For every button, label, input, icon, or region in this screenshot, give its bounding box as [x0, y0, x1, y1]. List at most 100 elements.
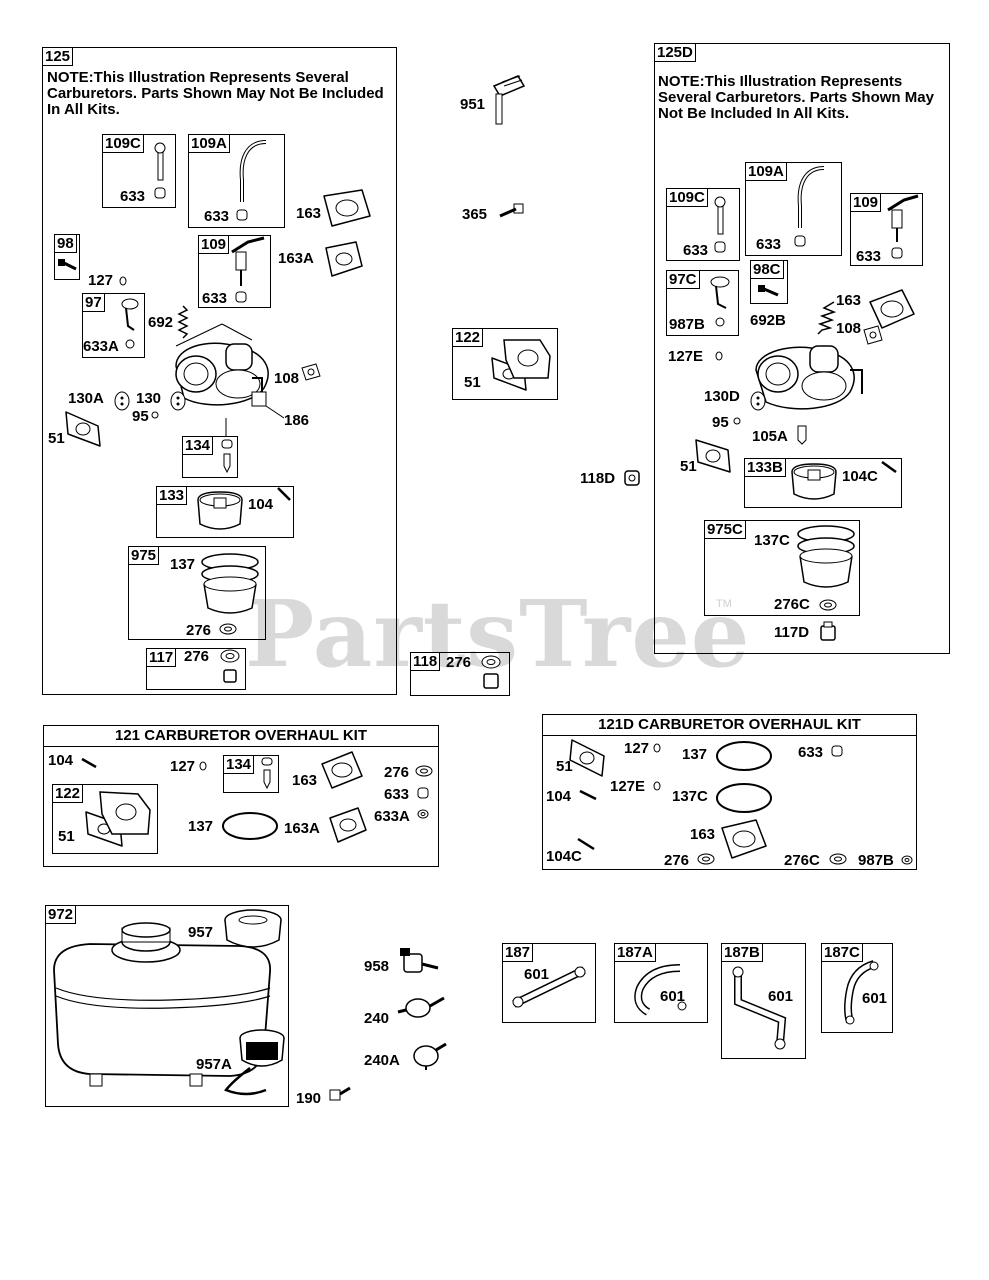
o-ring-127-m-icon: [653, 743, 661, 753]
kit-187a-tag: 187A: [614, 943, 656, 962]
label-127e: 127E: [610, 778, 646, 795]
label-633: 633: [756, 236, 782, 253]
bowl-nut-icon: [220, 649, 240, 683]
label-951: 951: [460, 96, 486, 113]
kit-121-frame: 121 CARBURETOR OVERHAUL KIT: [43, 725, 439, 867]
kit-975c-frame: [704, 520, 860, 616]
bowl-gasket-137c-m-icon: [716, 783, 772, 813]
label-692b: 692B: [750, 312, 786, 329]
gasket-51-icon: [65, 411, 101, 447]
label-51: 51: [556, 758, 573, 775]
kit-122-k-frame: [52, 784, 158, 854]
bowl-gasket-137-k-icon: [222, 812, 278, 840]
kit-109-d-tag: 109: [850, 193, 882, 212]
fuel-pickup-d-icon: [887, 194, 919, 259]
group-125d-note-head: NOTE:: [658, 73, 705, 90]
fuel-pickup-tube-d-icon: [794, 166, 825, 247]
label-633: 633: [798, 744, 824, 761]
hinge-pin-d-icon: [881, 460, 897, 474]
kit-133b-tag: 133B: [744, 458, 786, 477]
label-137c: 137C: [672, 788, 708, 805]
washer-276-m-icon: [697, 853, 715, 865]
kit-109-frame: [198, 235, 271, 308]
label-633: 633: [856, 248, 882, 265]
washer-276-k-icon: [415, 765, 433, 777]
kit-97c-frame: [666, 270, 739, 336]
choke-handle-icon: [492, 75, 526, 125]
washer-987b-m-icon: [901, 855, 913, 865]
screw-95-icon: [151, 411, 159, 419]
gasket-51-d-icon: [695, 439, 731, 473]
screw-icon: [58, 259, 77, 271]
kit-187-frame: [502, 943, 596, 1023]
kit-117-frame: [146, 648, 246, 690]
label-105a: 105A: [752, 428, 788, 445]
label-633: 633: [120, 188, 146, 205]
label-633: 633: [204, 208, 230, 225]
washer-276c-m-icon: [829, 853, 847, 865]
inlet-needle-k-icon: [261, 757, 273, 790]
kit-122-frame: [452, 328, 558, 400]
fuel-shutoff-valve-icon: [400, 948, 439, 973]
label-276: 276: [186, 622, 212, 639]
label-137c: 137C: [754, 532, 790, 549]
kit-187b-frame: [721, 943, 806, 1059]
gasket-163-d-icon: [869, 289, 915, 329]
kit-134-tag: 134: [182, 436, 214, 455]
group-125-note-body: This Illustration Represents Several Car…: [47, 69, 384, 118]
kit-121d-frame: 121D CARBURETOR OVERHAUL KIT: [542, 714, 917, 870]
bushing-633-k-icon: [417, 787, 429, 799]
label-692: 692: [148, 314, 174, 331]
group-125-note: NOTE: This Illustration Represents Sever…: [47, 70, 397, 118]
kit-121-title: 121 CARBURETOR OVERHAUL KIT: [44, 726, 438, 747]
label-163: 163: [836, 292, 862, 309]
label-601: 601: [862, 990, 888, 1007]
bowl-nut-118-icon: [481, 655, 501, 689]
label-95: 95: [132, 408, 149, 425]
fuel-filter-icon: [397, 996, 445, 1018]
throttle-plate-d-icon: [750, 391, 766, 411]
label-240: 240: [364, 1010, 390, 1027]
choke-lever-d-icon: [714, 196, 726, 253]
fuel-filter-a-icon: [413, 1042, 447, 1070]
fuel-cap-icon: [224, 909, 282, 948]
label-163a: 163A: [278, 250, 314, 267]
o-ring-icon: [119, 276, 127, 286]
kit-121d-title: 121D CARBURETOR OVERHAUL KIT: [543, 715, 916, 736]
fuel-bowl-nut-icon: [624, 470, 640, 486]
fuel-pickup-icon: [231, 236, 265, 303]
watermark: PartsTree: [245, 580, 751, 688]
trademark-mark: TM: [716, 598, 732, 610]
label-633: 633: [202, 290, 228, 307]
primer-bulb-icon: [121, 298, 139, 349]
label-601: 601: [768, 988, 794, 1005]
label-163: 163: [690, 826, 716, 843]
label-104: 104: [48, 752, 74, 769]
float-icon: [197, 491, 243, 530]
choke-lever-icon: [154, 142, 166, 199]
label-240a: 240A: [364, 1052, 400, 1069]
gasket-108-d-icon: [863, 325, 883, 345]
kit-122-tag: 122: [452, 328, 484, 347]
label-137: 137: [170, 556, 196, 573]
gasket-163-icon: [323, 189, 371, 227]
spring-icon: [177, 305, 189, 339]
group-125d-note: NOTE: This Illustration Represents Sever…: [658, 74, 946, 122]
kit-187c-tag: 187C: [821, 943, 863, 962]
label-987b: 987B: [858, 852, 894, 869]
kit-187-tag: 187: [502, 943, 534, 962]
label-276: 276: [384, 764, 410, 781]
kit-122-k-tag: 122: [52, 784, 84, 803]
label-276: 276: [446, 654, 472, 671]
carburetor-body-icon: [175, 323, 269, 407]
float-bowl-icon: [201, 553, 259, 614]
kit-98c-tag: 98C: [750, 260, 784, 279]
fuel-tank-icon: [53, 922, 271, 1087]
gasket-163-m-icon: [721, 819, 767, 859]
o-ring-127-icon: [199, 761, 207, 771]
pin-104-icon: [81, 757, 97, 769]
gasket-163a-icon: [325, 241, 363, 277]
washer-276-icon: [219, 623, 237, 635]
label-130: 130: [136, 390, 162, 407]
o-ring-d-icon: [715, 351, 723, 361]
